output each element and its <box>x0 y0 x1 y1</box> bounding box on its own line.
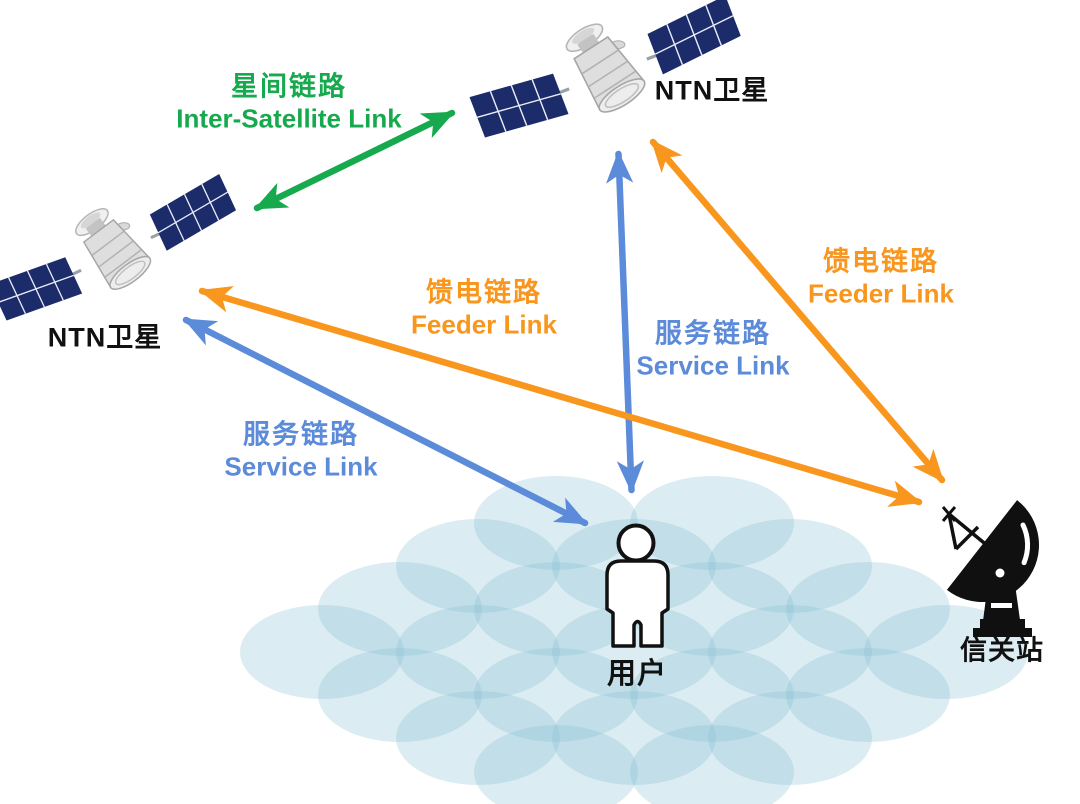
inter-satellite-link-label: 星间链路 Inter-Satellite Link <box>176 72 401 135</box>
service-link-center-label-en: Service Link <box>636 350 790 381</box>
coverage-cell <box>630 562 794 656</box>
inter-satellite-link-label-en: Inter-Satellite Link <box>176 103 402 134</box>
coverage-cell <box>474 648 638 742</box>
coverage-cell <box>552 691 716 785</box>
coverage-cell <box>708 605 872 699</box>
inter-satellite-link-arrow <box>253 109 456 212</box>
service-link-center-label-zh: 服务链路 <box>654 318 771 349</box>
feeder-link-right-label: 馈电链路 Feeder Link <box>808 247 954 310</box>
satellite-left-label: NTN卫星 <box>47 322 163 353</box>
feeder-link-center-label: 馈电链路 Feeder Link <box>411 278 557 341</box>
feeder-link-center-label-en: Feeder Link <box>411 309 557 340</box>
satellite-icon <box>0 150 249 343</box>
coverage-cell <box>318 562 482 656</box>
satellite-top-label: NTN卫星 <box>654 75 770 106</box>
person-icon <box>605 523 670 648</box>
coverage-cell <box>708 519 872 613</box>
service-link-left-label: 服务链路 Service Link <box>224 420 377 483</box>
coverage-cell <box>630 648 794 742</box>
feeder-link-left-arrow <box>198 286 923 507</box>
coverage-cell <box>396 691 560 785</box>
coverage-cell <box>240 605 404 699</box>
coverage-cell <box>708 691 872 785</box>
service-link-left-label-zh: 服务链路 <box>242 419 359 450</box>
coverage-cell <box>786 562 950 656</box>
coverage-cell <box>396 605 560 699</box>
feeder-link-right-label-en: Feeder Link <box>808 278 954 309</box>
coverage-cell <box>396 519 560 613</box>
service-link-center-label: 服务链路 Service Link <box>636 319 789 382</box>
coverage-cell <box>474 562 638 656</box>
feeder-link-center-label-zh: 馈电链路 <box>426 277 542 308</box>
coverage-cell <box>630 725 794 804</box>
user-label: 用户 <box>606 658 668 690</box>
coverage-cell <box>552 605 716 699</box>
inter-satellite-link-label-zh: 星间链路 <box>230 71 347 102</box>
coverage-cell <box>474 725 638 804</box>
feeder-link-right-label-zh: 馈电链路 <box>823 246 939 277</box>
coverage-cell <box>786 648 950 742</box>
feeder-link-top-arrow <box>649 138 946 484</box>
service-link-top-arrow <box>605 150 645 494</box>
coverage-cell <box>318 648 482 742</box>
dish-antenna-icon <box>941 500 1039 637</box>
gateway-label: 信关站 <box>960 635 1044 666</box>
service-link-left-label-en: Service Link <box>224 451 378 482</box>
